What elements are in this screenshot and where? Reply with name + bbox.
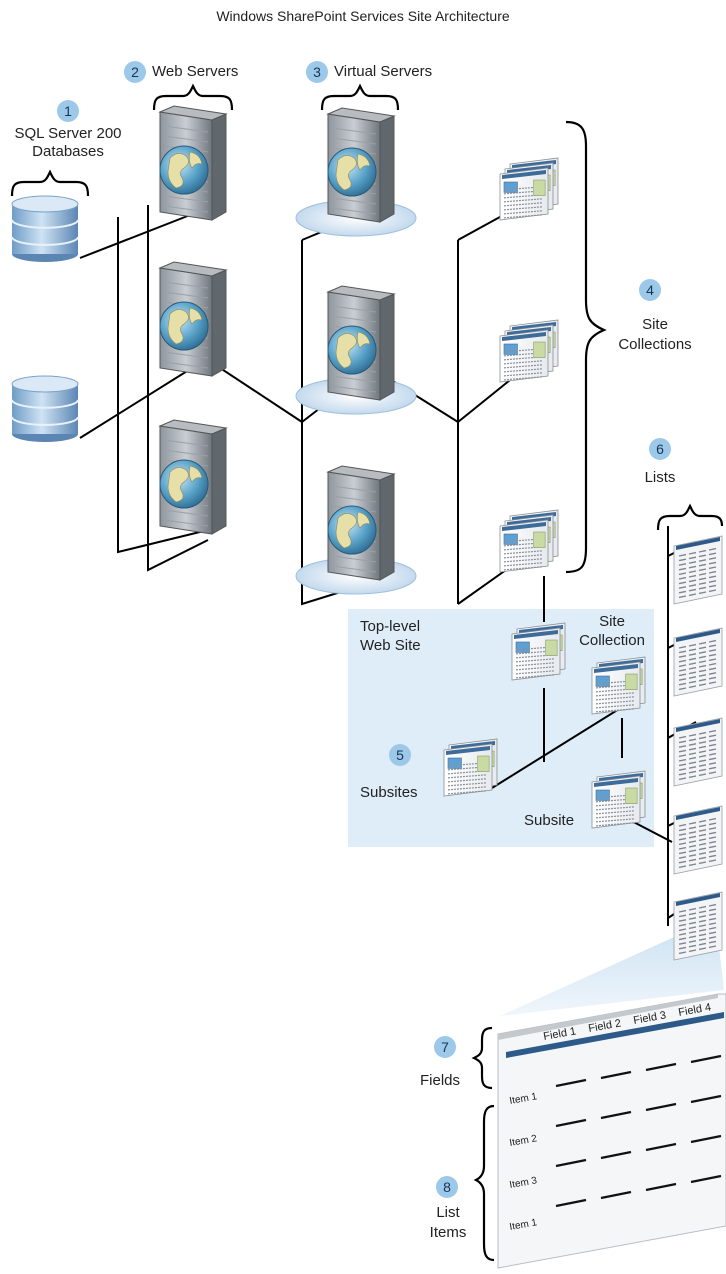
virtual-server-icon-2: [295, 285, 417, 415]
database-icon-2: [11, 375, 79, 442]
fields-label: Fields: [420, 1072, 461, 1089]
web-servers-label: Web Servers: [152, 63, 239, 80]
list-icon-1: [673, 535, 723, 605]
callout-badge-4: 4: [639, 279, 661, 301]
virtual-servers-brace: [320, 83, 400, 111]
virtual-server-icon-3: [295, 465, 417, 595]
callout-badge-1: 1: [57, 100, 79, 122]
diagram-title: Windows SharePoint Services Site Archite…: [216, 8, 510, 24]
subsite-icon: [591, 770, 646, 829]
list-items-brace: [473, 1104, 495, 1262]
web-server-icon-1: [158, 105, 228, 221]
subsites-label: Subsites: [360, 784, 418, 801]
database-icon-1: [11, 195, 79, 262]
site-collection-icon-3: [499, 509, 559, 573]
list-items-label-line1: List: [436, 1204, 460, 1221]
site-collection-detail-icon: [591, 656, 646, 715]
lists-label: Lists: [644, 469, 676, 486]
callout-badge-6: 6: [649, 438, 671, 460]
virtual-servers-label: Virtual Servers: [334, 63, 433, 80]
item-label-1: Item 1: [509, 1091, 539, 1107]
item-label-2: Item 2: [509, 1133, 539, 1149]
zoom-beam: [500, 938, 724, 1016]
subsite-label: Subsite: [524, 812, 575, 829]
top-level-site-label-line1: Top-level: [360, 618, 421, 635]
web-server-icon-3: [158, 419, 228, 535]
list-items-label-line2: Items: [429, 1224, 467, 1241]
list-detail-sheet: Field 1 Field 2 Field 3 Field 4 Item 1 Item 2…: [497, 993, 726, 1269]
item-label-4: Item 1: [509, 1217, 539, 1233]
field-header-4: Field 4: [677, 1001, 712, 1019]
lists-brace: [656, 503, 724, 531]
subsites-icon: [443, 738, 498, 797]
callout-badge-8: 8: [436, 1176, 458, 1198]
web-servers-brace: [152, 83, 234, 111]
top-level-site-label-line2: Web Site: [360, 637, 421, 654]
virtual-server-icon-1: [295, 107, 417, 237]
list-icon-4: [673, 805, 723, 875]
field-header-2: Field 2: [587, 1017, 622, 1035]
field-header-3: Field 3: [632, 1009, 667, 1027]
databases-brace: [10, 169, 90, 197]
databases-label-line2: Databases: [32, 143, 104, 160]
site-collection-label-line1: Site: [599, 613, 625, 630]
site-collection-icon-2: [499, 319, 559, 383]
site-collection-icon-1: [499, 157, 559, 221]
top-level-site-icon: [511, 622, 566, 681]
fields-brace: [471, 1026, 493, 1090]
item-label-3: Item 3: [509, 1175, 539, 1191]
site-collections-brace: [565, 120, 607, 574]
callout-badge-3: 3: [306, 61, 328, 83]
list-icon-5: [673, 891, 723, 961]
list-icon-2: [673, 627, 723, 697]
web-server-icon-2: [158, 261, 228, 377]
site-collection-label-line2: Collection: [579, 632, 645, 649]
callout-badge-2: 2: [124, 61, 146, 83]
site-collections-label-line1: Site: [642, 316, 668, 333]
callout-badge-7: 7: [434, 1036, 456, 1058]
list-icon-3: [673, 717, 723, 787]
callout-badge-5: 5: [389, 744, 411, 766]
databases-label-line1: SQL Server 200: [14, 125, 122, 142]
field-header-1: Field 1: [542, 1025, 577, 1043]
site-collections-label-line2: Collections: [618, 336, 692, 353]
